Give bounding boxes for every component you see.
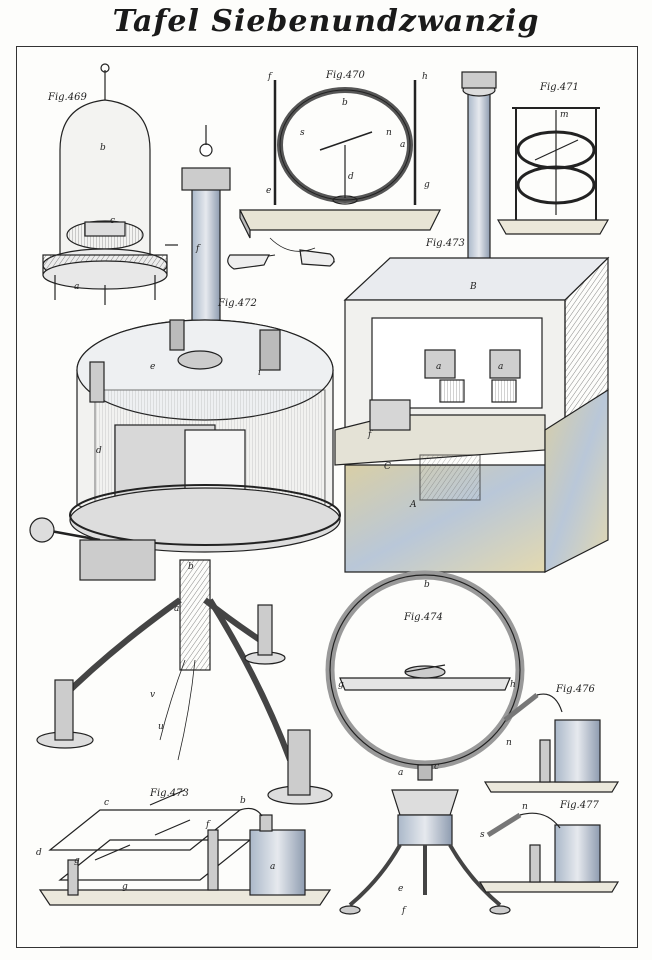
fig-471-label: Fig.471 xyxy=(540,82,579,93)
f470-letter-e: e xyxy=(266,186,272,196)
f470-letter-g: g xyxy=(424,180,430,190)
f473a-letter-A: A xyxy=(410,500,417,510)
f470-letter-n: n xyxy=(386,128,392,138)
fig-473a-drawing xyxy=(334,71,610,573)
f469-letter-b: b xyxy=(100,143,106,153)
fig-477-label: Fig.477 xyxy=(560,800,599,811)
f470-letter-a: a xyxy=(400,140,406,150)
f472-letter-i: i xyxy=(258,368,261,378)
f473b-letter-d: d xyxy=(36,848,42,858)
f469-letter-a: a xyxy=(74,282,80,292)
f470-letter-s: s xyxy=(300,128,305,138)
f473b-letter-g1: g xyxy=(74,856,80,866)
f470-letter-h: h xyxy=(422,72,428,82)
f471-letter-m: m xyxy=(560,110,569,120)
f474-letter-c: c xyxy=(434,762,440,772)
f476-letter-n: n xyxy=(506,738,512,748)
fig-472-label: Fig.472 xyxy=(218,298,257,309)
f472-letter-e: e xyxy=(150,362,156,372)
f470-letter-b: b xyxy=(342,98,348,108)
fig-476-label: Fig.476 xyxy=(556,684,595,695)
fig-473b-drawing xyxy=(38,789,332,906)
fig-476-drawing xyxy=(483,693,620,793)
fig-477-drawing xyxy=(478,812,620,893)
fig-469-label: Fig.469 xyxy=(48,92,87,103)
f472-letter-b: b xyxy=(188,562,194,572)
fig-474-drawing xyxy=(325,570,525,915)
fig-470-drawing xyxy=(227,80,441,270)
f472-letter-a: a xyxy=(174,604,180,614)
f470-letter-d: d xyxy=(348,172,354,182)
fig-471-drawing xyxy=(496,107,610,235)
f472-letter-u: u xyxy=(158,722,164,732)
f469-letter-c: c xyxy=(110,216,116,226)
f473b-letter-a: a xyxy=(270,862,276,872)
f477-letter-n: n xyxy=(522,802,528,812)
plate-footer-rule xyxy=(60,946,600,953)
fig-470-label: Fig.470 xyxy=(326,70,365,81)
f473a-letter-a1: a xyxy=(436,362,442,372)
fig-472-drawing xyxy=(29,125,341,805)
fig-473a-label: Fig.473 xyxy=(426,238,465,249)
f470-letter-f: f xyxy=(268,72,272,82)
f473b-letter-b: b xyxy=(240,796,246,806)
f473a-letter-C: C xyxy=(384,462,391,472)
f473a-letter-f: f xyxy=(368,430,372,440)
f472-letter-f: f xyxy=(196,244,200,254)
fig-469-drawing xyxy=(42,63,178,305)
f474-letter-b: b xyxy=(424,580,430,590)
f474-letter-f: f xyxy=(402,906,406,916)
f473b-letter-g2: g xyxy=(122,882,128,892)
f473b-letter-f: f xyxy=(206,820,210,830)
fig-473b-label: Fig.473 xyxy=(150,788,189,799)
fig-474-label: Fig.474 xyxy=(404,612,443,623)
plate-frame xyxy=(16,46,638,948)
f474-letter-g: g xyxy=(338,680,344,690)
f474-letter-e: e xyxy=(398,884,404,894)
f472-letter-d: d xyxy=(96,446,102,456)
f473a-letter-B: B xyxy=(470,282,477,292)
f477-letter-s: s xyxy=(480,830,485,840)
plate-title: Tafel Siebenundzwanzig xyxy=(112,4,540,39)
f472-letter-v: v xyxy=(150,690,156,700)
f473b-letter-c: c xyxy=(104,798,110,808)
f473a-letter-a2: a xyxy=(498,362,504,372)
f474-letter-a: a xyxy=(398,768,404,778)
f474-letter-h: h xyxy=(510,680,516,690)
